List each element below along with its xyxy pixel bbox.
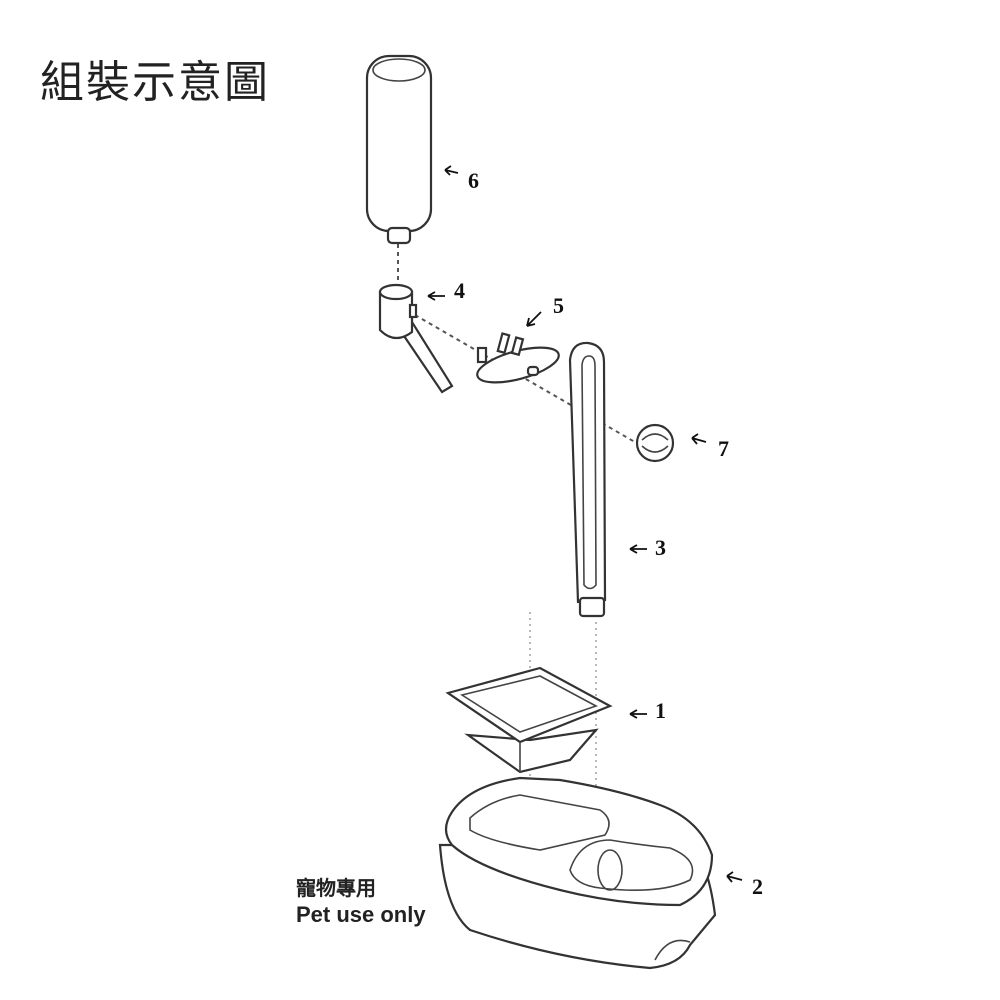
part-5-valve — [476, 332, 560, 384]
part-number: 3 — [655, 535, 666, 560]
arrow-icon — [526, 311, 542, 327]
pet-use-note-english: Pet use only — [296, 902, 426, 927]
part-3-stand-bar — [568, 341, 607, 618]
part-number: 1 — [655, 698, 666, 723]
diagram-title: 組裝示意圖 — [40, 57, 270, 108]
part-number: 4 — [454, 278, 465, 303]
label-3: 3 — [629, 535, 666, 560]
pet-use-note-chinese: 寵物專用 — [296, 876, 376, 900]
part-number: 2 — [752, 874, 763, 899]
label-1: 1 — [629, 698, 666, 723]
part-number: 6 — [468, 168, 479, 193]
arrow-icon — [629, 709, 647, 719]
part-4-nozzle — [378, 283, 454, 394]
part-2-base — [438, 776, 717, 970]
part-6-bottle — [365, 54, 433, 245]
label-2: 2 — [726, 871, 763, 899]
label-6: 6 — [444, 165, 479, 193]
part-number: 5 — [553, 293, 564, 318]
label-5: 5 — [526, 293, 564, 327]
arrow-icon — [427, 291, 445, 301]
label-4: 4 — [427, 278, 465, 303]
part-1-tray — [445, 666, 613, 774]
arrow-icon — [629, 544, 647, 554]
label-7: 7 — [691, 433, 729, 461]
arrow-icon — [444, 165, 459, 176]
part-number: 7 — [718, 436, 729, 461]
arrow-icon — [691, 433, 707, 445]
part-7-knob — [635, 423, 675, 463]
arrow-icon — [726, 871, 743, 883]
